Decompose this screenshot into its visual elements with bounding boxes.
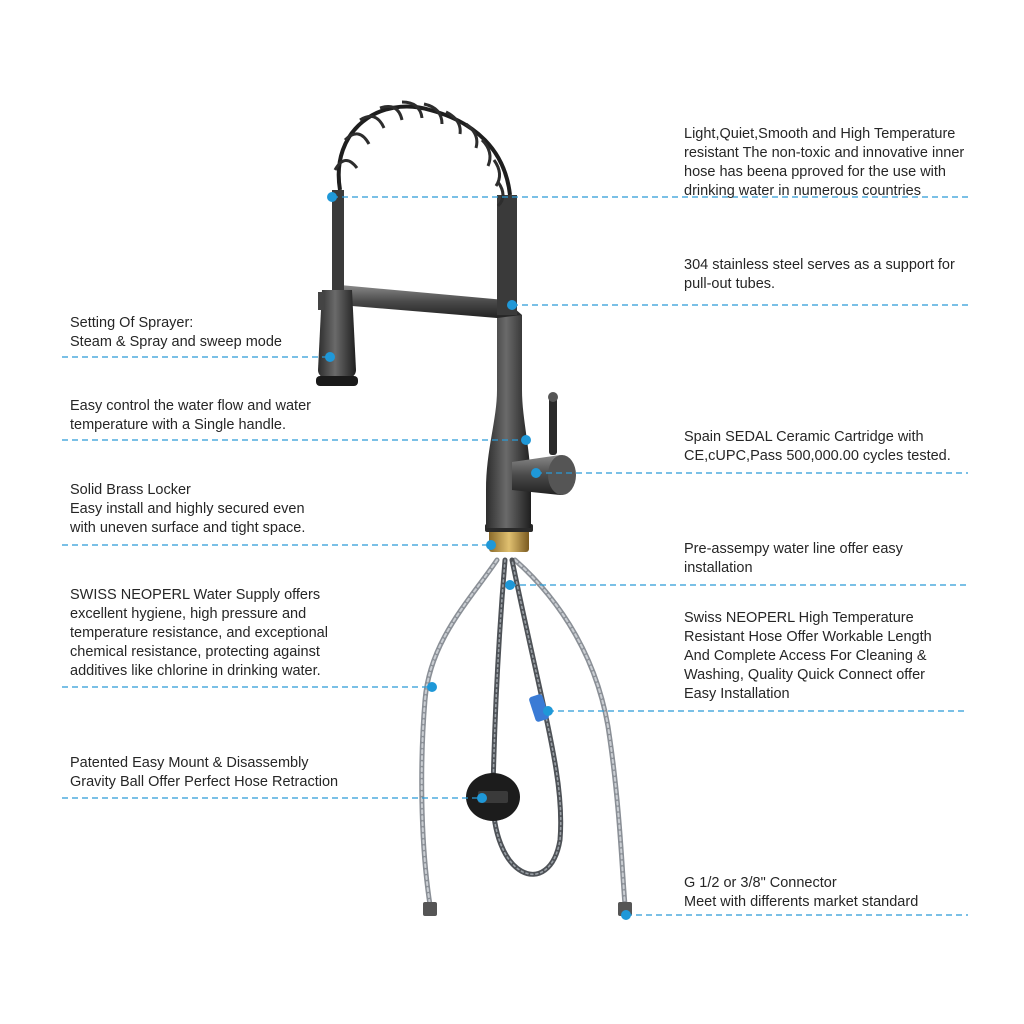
callout-ceramic-cartridge: Spain SEDAL Ceramic Cartridge with CE,cU… [684, 429, 951, 464]
callout-neoperl-supply: SWISS NEOPERL Water Supply offers excell… [70, 587, 328, 679]
marker-dot [507, 300, 517, 310]
leader-lines [62, 196, 968, 916]
marker-dot [486, 540, 496, 550]
callout-brass-locker: Solid Brass Locker Easy install and high… [70, 482, 306, 536]
marker-dot [327, 192, 337, 202]
callout-sprayer-setting: Setting Of Sprayer: Steam & Spray and sw… [70, 315, 282, 350]
marker-dots [325, 192, 631, 920]
callout-water-line: Pre-assempy water line offer easy instal… [684, 541, 903, 576]
spout-arm [340, 285, 522, 318]
marker-dot [543, 706, 553, 716]
callout-gravity-ball: Patented Easy Mount & Disassembly Gravit… [70, 755, 339, 790]
handle-lever [549, 395, 557, 455]
supply-hoses [419, 557, 628, 908]
callout-single-handle: Easy control the water flow and water te… [70, 398, 311, 433]
faucet-body [486, 315, 531, 528]
marker-dot [521, 435, 531, 445]
marker-dot [477, 793, 487, 803]
quick-connect [529, 694, 549, 722]
marker-dot [505, 580, 515, 590]
marker-dot [621, 910, 631, 920]
callout-stainless-support: 304 stainless steel serves as a support … [684, 257, 955, 292]
callout-inner-hose: Light,Quiet,Smooth and High Temperature … [684, 126, 965, 199]
left-connector [423, 902, 437, 916]
marker-dot [531, 468, 541, 478]
marker-dot [325, 352, 335, 362]
callout-neoperl-hose: Swiss NEOPERL High Temperature Resistant… [684, 610, 932, 702]
brass-locker [489, 528, 529, 552]
marker-dot [427, 682, 437, 692]
spring-post [497, 195, 517, 315]
spring-coil [336, 104, 512, 196]
callout-connector: G 1/2 or 3/8" Connector Meet with differ… [684, 875, 919, 910]
pullout-hose [490, 557, 564, 877]
left-supply-hose [419, 557, 500, 908]
